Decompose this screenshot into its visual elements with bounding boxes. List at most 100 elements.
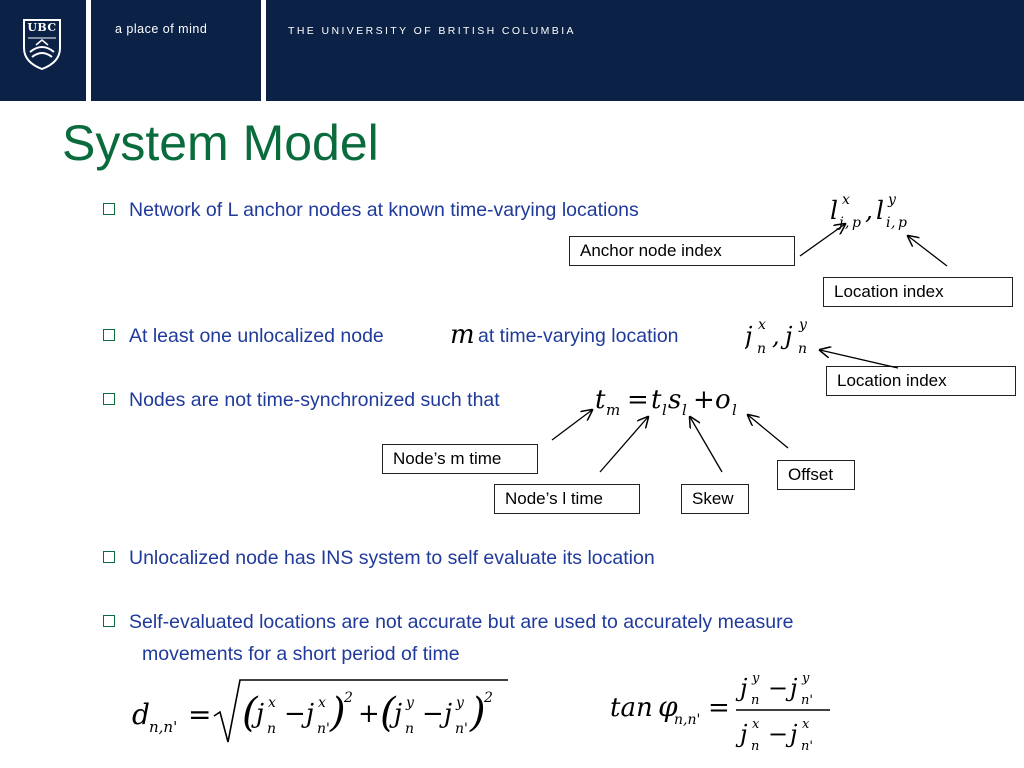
svg-text:−: − xyxy=(768,674,788,702)
tan-text: tan xyxy=(610,693,653,723)
svg-text:,: , xyxy=(772,322,780,350)
bullet-text: Self-evaluated locations are not accurat… xyxy=(129,611,794,633)
svg-text:=: = xyxy=(188,698,211,731)
slide-title: System Model xyxy=(62,115,379,171)
svg-text:y: y xyxy=(405,695,415,711)
arrow-anchor-index xyxy=(799,224,845,257)
svg-text:x: x xyxy=(842,192,850,208)
svg-text:l: l xyxy=(830,196,838,225)
bullet-text: At least one unlocalized node xyxy=(129,325,384,347)
bullet-box-icon xyxy=(103,551,115,563)
ubc-crest-icon: UBC xyxy=(22,18,62,71)
bullet-box-icon xyxy=(103,203,115,215)
bullet-1: Network of L anchor nodes at known time-… xyxy=(103,199,639,222)
bullet-box-icon xyxy=(103,329,115,341)
arrow-offset xyxy=(748,415,789,449)
svg-text:y: y xyxy=(751,671,760,686)
svg-text:n': n' xyxy=(801,693,813,708)
logo-text: UBC xyxy=(27,21,57,34)
svg-text:(: ( xyxy=(242,690,259,736)
svg-text:n: n xyxy=(751,739,759,754)
bullet-text: Unlocalized node has INS system to self … xyxy=(129,547,655,569)
svg-text:x: x xyxy=(318,695,326,711)
svg-text:p: p xyxy=(898,215,907,231)
bullet-5-continuation: movements for a short period of time xyxy=(142,643,460,665)
svg-text:n: n xyxy=(798,341,807,357)
svg-text:): ) xyxy=(469,690,486,736)
clock-model-formula: t m = t l s l + o l xyxy=(595,380,755,428)
arrow-location-index-2 xyxy=(820,350,899,369)
bullet-box-icon xyxy=(103,615,115,627)
bullet-box-icon xyxy=(103,393,115,405)
svg-text:2: 2 xyxy=(343,690,353,706)
bullet-text: Network of L anchor nodes at known time-… xyxy=(129,199,639,221)
svg-text:t: t xyxy=(595,385,606,415)
svg-text:p: p xyxy=(852,215,861,231)
svg-text:x: x xyxy=(752,717,760,732)
svg-text:(: ( xyxy=(380,690,397,736)
svg-text:l: l xyxy=(732,401,737,419)
svg-text:n,n': n,n' xyxy=(674,712,700,728)
m-symbol: m xyxy=(450,320,475,350)
svg-text:2: 2 xyxy=(483,690,493,706)
svg-text:): ) xyxy=(329,690,346,736)
anchor-node-index-label: Anchor node index xyxy=(569,236,795,266)
svg-text:,: , xyxy=(865,196,873,225)
svg-text:i: i xyxy=(886,215,890,231)
svg-text:t: t xyxy=(651,385,662,415)
svg-text:l: l xyxy=(876,196,884,225)
svg-text:d: d xyxy=(132,698,150,731)
svg-text:φ: φ xyxy=(658,690,678,723)
unlocalized-location-formula: j x n , j y n xyxy=(740,316,815,364)
node-m-time-label: Node’s m time xyxy=(382,444,538,474)
svg-text:s: s xyxy=(668,385,681,415)
location-index-label-1: Location index xyxy=(823,277,1013,307)
svg-text:+: + xyxy=(358,699,380,729)
arrow-node-m-time xyxy=(551,410,592,441)
svg-text:n: n xyxy=(751,693,759,708)
skew-label: Skew xyxy=(681,484,749,514)
arrow-node-l-time xyxy=(599,417,648,473)
svg-text:y: y xyxy=(887,192,897,208)
header-bar: UBC a place of mind THE UNIVERSITY OF BR… xyxy=(0,0,1024,101)
svg-text:n: n xyxy=(405,721,414,737)
svg-text:+: + xyxy=(693,385,715,415)
svg-text:=: = xyxy=(708,693,730,723)
svg-text:−: − xyxy=(422,699,444,729)
bullet-text: at time-varying location xyxy=(478,325,679,347)
bullet-2: At least one unlocalized node xyxy=(103,325,384,348)
svg-text:n': n' xyxy=(801,739,813,754)
arrow-skew xyxy=(690,417,723,473)
header-divider xyxy=(261,0,266,101)
arrow-location-index-1 xyxy=(908,236,948,267)
svg-text:n': n' xyxy=(455,721,468,737)
svg-text:n,n': n,n' xyxy=(149,718,177,736)
svg-text:y: y xyxy=(455,695,465,711)
svg-text:−: − xyxy=(768,720,788,748)
svg-text:x: x xyxy=(802,717,810,732)
offset-label: Offset xyxy=(777,460,855,490)
svg-text:l: l xyxy=(682,401,687,419)
bullet-5: Self-evaluated locations are not accurat… xyxy=(103,611,793,634)
bullet-2-tail: at time-varying location xyxy=(478,325,679,348)
location-index-label-2: Location index xyxy=(826,366,1016,396)
svg-text:n: n xyxy=(757,341,766,357)
svg-text:m: m xyxy=(606,401,620,419)
svg-text:−: − xyxy=(284,699,306,729)
svg-text:=: = xyxy=(627,385,649,415)
bullet-4: Unlocalized node has INS system to self … xyxy=(103,547,655,570)
svg-text:y: y xyxy=(798,317,808,333)
tagline: a place of mind xyxy=(115,22,208,36)
distance-formula: d n,n' = ( j x n − j x n' ) 2 + ( j y n … xyxy=(130,676,510,760)
svg-text:n': n' xyxy=(317,721,330,737)
svg-text:x: x xyxy=(268,695,276,711)
node-l-time-label: Node’s l time xyxy=(494,484,640,514)
bullet-3: Nodes are not time-synchronized such tha… xyxy=(103,389,500,412)
svg-text:y: y xyxy=(801,671,810,686)
angle-formula: tan φ n,n' = j y n − j y n' j x n − j x … xyxy=(608,666,848,766)
header-divider xyxy=(86,0,91,101)
university-name: THE UNIVERSITY OF BRITISH COLUMBIA xyxy=(288,25,576,37)
svg-text:x: x xyxy=(758,317,766,333)
svg-text:o: o xyxy=(715,385,731,415)
svg-text:,: , xyxy=(891,215,895,231)
